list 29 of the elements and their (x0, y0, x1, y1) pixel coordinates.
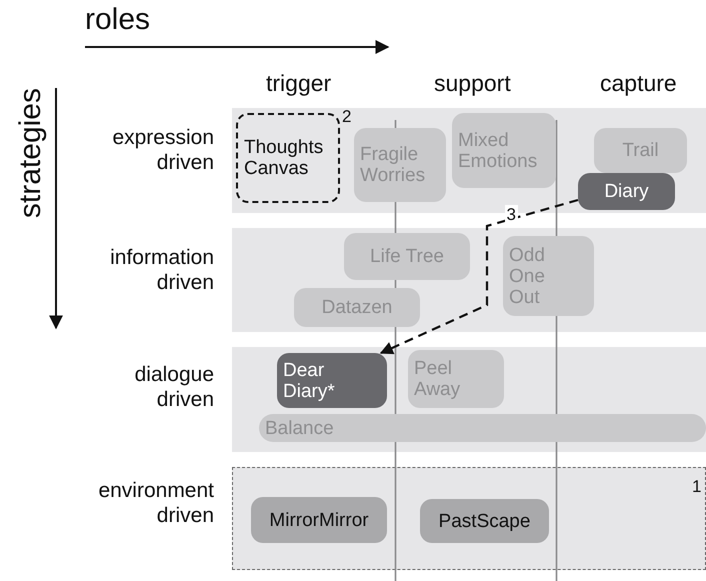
concept-box: Odd One Out (503, 236, 594, 316)
concept-box: Fragile Worries (354, 128, 446, 202)
concept-box: Peel Away (408, 350, 504, 408)
axis-title: strategies (14, 88, 48, 218)
strategy-band (232, 347, 706, 452)
concept-box: Diary (578, 173, 675, 210)
row-label: environment driven (97, 478, 214, 528)
strategy-band (232, 467, 706, 570)
concept-box: Dear Diary* (277, 353, 387, 408)
row-label: dialogue driven (134, 362, 214, 412)
edge-label: 3 (504, 205, 518, 224)
concept-box: Datazen (294, 288, 420, 327)
callout-number: 1 (692, 477, 702, 496)
concept-box: Thoughts Canvas (236, 113, 340, 203)
callout-number: 2 (342, 107, 352, 126)
column-header: capture (600, 70, 677, 97)
concept-box: Balance (259, 414, 706, 442)
concept-box: Trail (594, 128, 687, 173)
concept-box: MirrorMirror (251, 497, 387, 543)
concept-box: PastScape (420, 499, 549, 543)
row-label: information driven (109, 245, 214, 295)
column-header: trigger (266, 70, 332, 97)
axis-title: roles (85, 3, 150, 37)
concept-box: Life Tree (344, 233, 470, 280)
concept-box: Mixed Emotions (452, 113, 556, 188)
column-header: support (434, 70, 511, 97)
arrow (380, 198, 578, 354)
strategy-band (232, 228, 706, 332)
row-label: expression driven (111, 125, 214, 175)
